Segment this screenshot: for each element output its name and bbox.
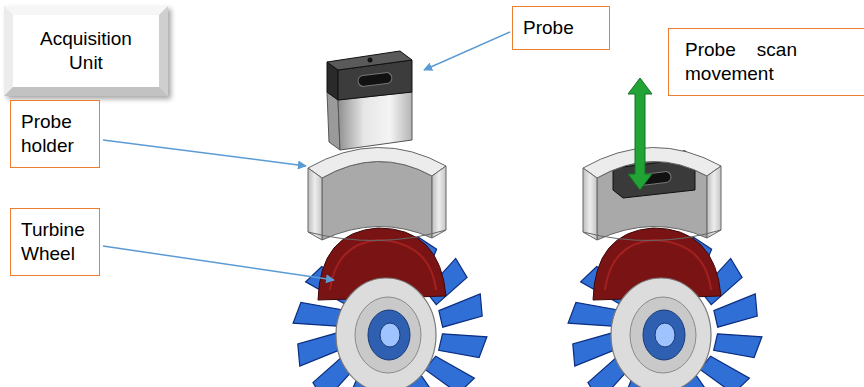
scan-arrow	[628, 78, 652, 190]
callout-box: Probe	[512, 6, 610, 50]
label-text: Probe scan movement	[685, 38, 797, 86]
probe-figure	[327, 51, 412, 150]
mounted-assembly	[568, 147, 762, 387]
label-text: Turbine Wheel	[21, 218, 89, 266]
callout-box: Turbine Wheel	[10, 208, 100, 276]
exploded-assembly	[293, 51, 487, 387]
label-text: Probe holder	[21, 110, 89, 158]
label-text: Probe	[523, 16, 599, 40]
callout-box: Probe scan movement	[668, 28, 864, 96]
callout-box: Probe holder	[10, 100, 100, 168]
title-panel: Acquisition Unit	[4, 6, 168, 96]
leader-line	[103, 140, 306, 166]
leader-line	[103, 246, 334, 280]
label-text: Acquisition Unit	[21, 27, 151, 75]
leader-line	[424, 32, 510, 70]
